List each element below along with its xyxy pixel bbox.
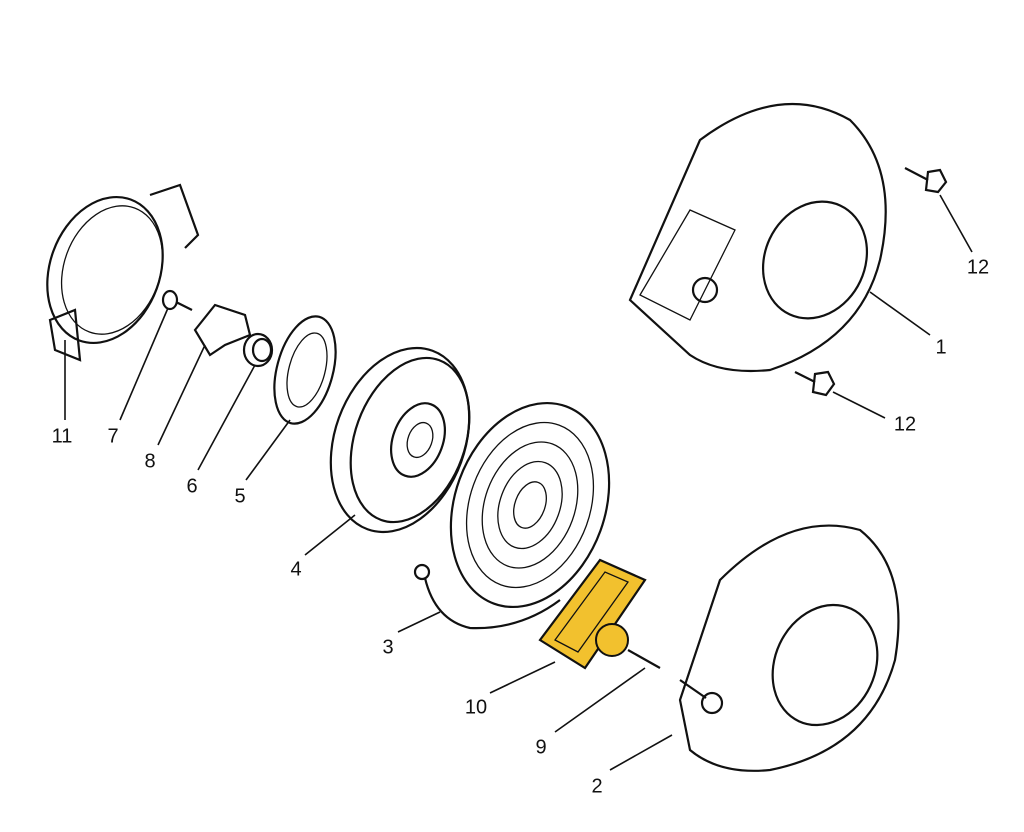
label-7: 7	[107, 425, 119, 448]
part-6-spring	[242, 332, 274, 368]
leader-lines	[64, 194, 973, 771]
label-9: 9	[535, 736, 547, 759]
recoil-spring	[449, 401, 611, 609]
part-1-upper-cover	[628, 102, 887, 373]
part-3-rope	[413, 563, 561, 630]
label-3: 3	[382, 636, 394, 659]
part-12-bolt-lower	[794, 370, 836, 397]
part-7-screw	[161, 289, 193, 311]
label-12-upper: 12	[966, 256, 990, 279]
part-11-guide	[46, 183, 200, 362]
part-5-ratchet	[273, 315, 337, 425]
part-8-plate	[193, 303, 252, 357]
label-10: 10	[464, 696, 488, 719]
label-12-lower: 12	[893, 413, 917, 436]
label-6: 6	[186, 475, 198, 498]
label-2: 2	[591, 775, 603, 798]
label-1: 1	[935, 336, 947, 359]
label-5: 5	[234, 485, 246, 508]
part-12-bolt-upper	[904, 167, 948, 194]
part-4-reel	[329, 346, 471, 534]
label-11: 11	[51, 425, 73, 448]
label-8: 8	[144, 450, 156, 473]
label-4: 4	[290, 558, 302, 581]
part-10-handle	[538, 558, 647, 670]
part-2-lower-cover	[678, 524, 900, 772]
part-9-pin	[627, 649, 661, 669]
